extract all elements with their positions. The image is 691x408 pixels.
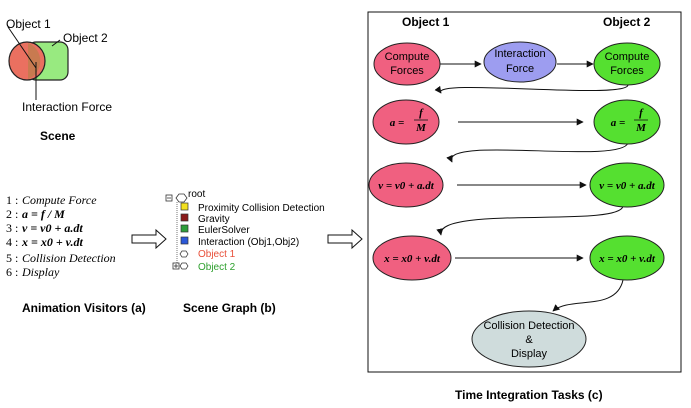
- svg-text:Display: Display: [511, 348, 548, 360]
- svg-text:&: &: [525, 334, 533, 346]
- tree-node-label: Object 2: [198, 262, 236, 273]
- visitors-list: 1 : Compute Force 2 : a = f / M 3 : v = …: [6, 193, 146, 315]
- interaction-force-node: Interaction Force: [483, 41, 557, 83]
- svg-text:Compute: Compute: [605, 51, 650, 63]
- visitor-item: 4 : x = x0 + v.dt: [6, 235, 84, 249]
- tree-node-label: Object 1: [198, 249, 236, 260]
- solver-component-icon: [180, 224, 189, 233]
- position-text: x = x0 + v.dt: [383, 253, 441, 265]
- accel-lhs: a =: [611, 117, 626, 129]
- accel-den: M: [635, 122, 647, 134]
- svg-text:Collision Detection: Collision Detection: [483, 320, 574, 332]
- scene-object2-label: Object 2: [63, 31, 108, 45]
- tree-node-label: EulerSolver: [198, 225, 250, 236]
- accel-obj1: a = f M: [372, 99, 440, 145]
- position-obj1: x = x0 + v.dt: [372, 235, 452, 281]
- scene-caption: Scene: [40, 129, 76, 143]
- accel-num: f: [639, 107, 644, 119]
- visitor-item: 2 : a = f / M: [6, 207, 65, 221]
- visitor-number: 1 :: [6, 193, 18, 207]
- collision-component-icon: [180, 202, 189, 211]
- tree-node[interactable]: Proximity Collision Detection: [180, 202, 325, 214]
- visitor-item: 6 : Display: [6, 265, 60, 279]
- collision-display-node: Collision Detection & Display: [471, 310, 587, 368]
- visitor-item: 5 : Collision Detection: [6, 251, 116, 265]
- root-label: root: [188, 189, 205, 200]
- scene-interaction-label: Interaction Force: [22, 100, 112, 114]
- scene-graph: root Proximity Collision Detection Gravi…: [165, 189, 325, 315]
- tree-node[interactable]: Object 1: [179, 249, 236, 260]
- tree-node[interactable]: Object 2: [172, 262, 236, 273]
- velocity-text: v = v0 + a.dt: [599, 180, 656, 192]
- graph-caption: Scene Graph (b): [183, 301, 276, 315]
- visitor-item: 1 : Compute Force: [6, 193, 97, 207]
- interaction-component-icon: [180, 236, 189, 245]
- tree-node-label: Gravity: [198, 214, 230, 225]
- hollow-arrow-b-to-c: [327, 228, 363, 250]
- visitors-caption: Animation Visitors (a): [22, 301, 146, 315]
- compute-forces-line1: Compute: [385, 51, 430, 63]
- compute-forces-obj2: Compute Forces: [593, 42, 661, 86]
- visitor-text: a = f / M: [22, 207, 65, 221]
- visitor-item: 3 : v = v0 + a.dt: [6, 221, 83, 235]
- object2-node-icon: [179, 262, 189, 270]
- scene-overlap-region: [28, 43, 41, 79]
- svg-text:Force: Force: [506, 63, 534, 75]
- tree-node[interactable]: EulerSolver: [180, 224, 250, 236]
- visitor-text: x = x0 + v.dt: [21, 235, 84, 249]
- accel-num: f: [419, 107, 424, 119]
- task-connectors: [431, 60, 629, 312]
- visitor-text: v = v0 + a.dt: [22, 221, 83, 235]
- velocity-obj1: v = v0 + a.dt: [368, 162, 444, 208]
- accel-den: M: [415, 122, 427, 134]
- visitor-text: Compute Force: [22, 193, 97, 207]
- col2-header: Object 2: [603, 15, 651, 29]
- visitor-number: 2 :: [6, 207, 18, 221]
- hollow-arrow-a-to-b: [131, 228, 167, 250]
- scene-panel: Object 1 Object 2 Interaction Force Scen…: [6, 17, 112, 143]
- compute-forces-line2: Forces: [390, 65, 424, 77]
- tree-node-label: Interaction (Obj1,Obj2): [198, 237, 299, 248]
- visitor-number: 5 :: [6, 251, 18, 265]
- scene-object1-label: Object 1: [6, 17, 51, 31]
- visitor-number: 4 :: [6, 235, 18, 249]
- visitor-text: Display: [21, 265, 60, 279]
- svg-text:Interaction: Interaction: [494, 48, 545, 60]
- tree-node[interactable]: Interaction (Obj1,Obj2): [180, 236, 299, 248]
- velocity-obj2: v = v0 + a.dt: [589, 162, 665, 208]
- compute-forces-obj1: Compute Forces: [373, 42, 441, 86]
- accel-obj2: a = f M: [593, 99, 661, 145]
- object1-pointer: [7, 26, 37, 69]
- visitor-text: Collision Detection: [22, 251, 116, 265]
- visitor-number: 3 :: [6, 221, 18, 235]
- tree-node-label: Proximity Collision Detection: [198, 203, 325, 214]
- svg-text:Forces: Forces: [610, 65, 644, 77]
- position-obj2: x = x0 + v.dt: [589, 235, 665, 281]
- object2-pointer: [51, 39, 61, 47]
- position-text: x = x0 + v.dt: [598, 253, 656, 265]
- tasks-caption: Time Integration Tasks (c): [455, 388, 603, 402]
- object1-node-icon: [179, 250, 189, 258]
- tree-node[interactable]: Gravity: [180, 213, 230, 225]
- visitor-number: 6 :: [6, 265, 18, 279]
- velocity-text: v = v0 + a.dt: [378, 180, 435, 192]
- col1-header: Object 1: [402, 15, 450, 29]
- accel-lhs: a =: [390, 117, 405, 129]
- gravity-component-icon: [180, 213, 189, 222]
- root-node-icon: [175, 193, 188, 203]
